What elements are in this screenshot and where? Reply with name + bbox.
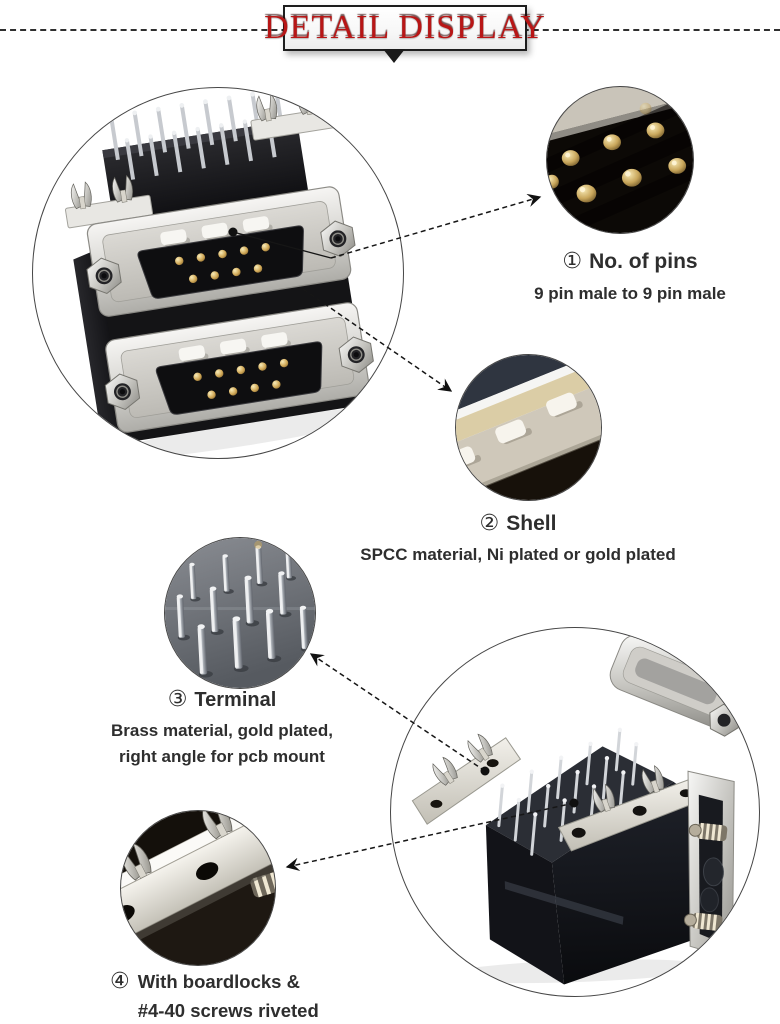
connector-front-illustration <box>65 88 392 458</box>
boardlocks-closeup-photo <box>120 810 276 966</box>
main-connector-rear-photo <box>390 627 760 997</box>
down-triangle-icon <box>383 49 405 63</box>
callout-pins-sub: 9 pin male to 9 pin male <box>534 284 726 303</box>
terminal-closeup-photo <box>164 537 316 689</box>
circled-4-icon: ④ <box>110 969 130 994</box>
callout-shell-sub: SPCC material, Ni plated or gold plated <box>360 545 676 564</box>
pins-closeup-photo <box>546 86 694 234</box>
circled-2-icon: ② <box>479 511 500 536</box>
circled-1-icon: ① <box>562 249 583 274</box>
callout-boardlocks-line2: #4-40 screws riveted <box>137 1000 319 1021</box>
terminal-closeup-illustration <box>165 538 315 688</box>
pins-closeup-illustration <box>547 87 693 233</box>
shell-closeup-photo <box>455 354 602 501</box>
shell-closeup-illustration <box>456 355 601 500</box>
page-title-box: DETAIL DISPLAY <box>264 5 545 51</box>
callout-boardlocks-lines: With boardlocks & #4-40 screws riveted <box>138 967 319 1024</box>
circled-3-icon: ③ <box>167 687 188 712</box>
callout-boardlocks-line1: With boardlocks & <box>137 971 300 992</box>
boardlocks-closeup-illustration <box>121 811 275 965</box>
main-connector-front-photo <box>32 87 404 459</box>
callout-terminal-line1: Brass material, gold plated, <box>110 721 333 740</box>
callout-terminal-line2: right angle for pcb mount <box>119 747 325 766</box>
callout-boardlocks: ④ With boardlocks & #4-40 screws riveted <box>110 967 319 1024</box>
callout-terminal-sub: Brass material, gold plated, right angle… <box>80 718 364 770</box>
connector-rear-illustration <box>411 634 743 985</box>
page-title: DETAIL DISPLAY <box>264 9 546 46</box>
